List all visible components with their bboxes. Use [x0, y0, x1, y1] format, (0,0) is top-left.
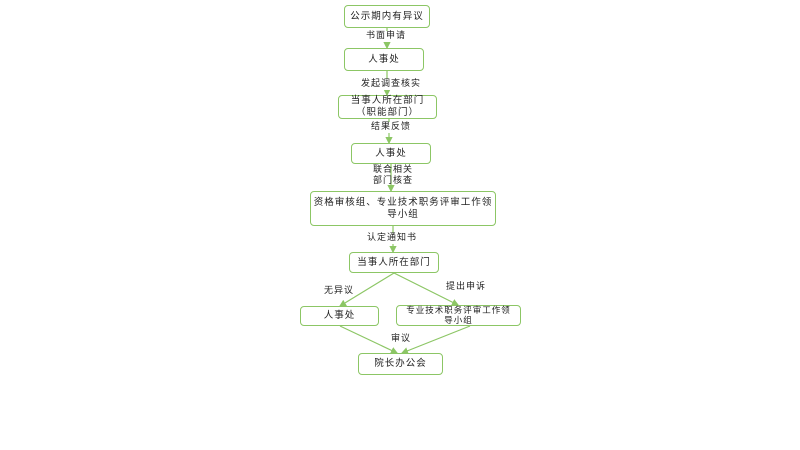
node-hr-3: 人事处 [300, 306, 379, 326]
edge-8 [339, 325, 399, 354]
node-label: 人事处 [368, 53, 400, 65]
node-label: 院长办公会 [374, 358, 427, 369]
node-label: 资格审核组、专业技术职务评审工作领 [313, 196, 493, 208]
edge-label-feedback: 结果反馈 [371, 122, 412, 133]
edge-9 [400, 325, 471, 355]
edge-label-line: 联合相关 [373, 165, 414, 175]
node-label: 导小组 [444, 315, 473, 326]
node-label: 人事处 [375, 147, 407, 159]
edge-label-deliberation: 审议 [391, 334, 412, 345]
node-label: （职能部门） [355, 107, 419, 118]
edge-label-investigate: 发起调查核实 [361, 79, 422, 90]
edge-label-written-application: 书面申请 [366, 31, 407, 42]
node-president-office: 院长办公会 [358, 353, 443, 375]
node-objection: 公示期内有异议 [344, 5, 430, 28]
edge-label-notice: 认定通知书 [367, 233, 418, 244]
edge-label-line: 部门核查 [373, 176, 414, 186]
edge-label-joint-check: 联合相关部门核查 [373, 165, 413, 187]
edge-label-no-objection: 无异议 [324, 286, 355, 297]
edge-6 [338, 272, 395, 307]
node-hr-2: 人事处 [351, 143, 431, 164]
node-dept: 当事人所在部门 [349, 252, 439, 273]
node-label: 当事人所在部门 [357, 256, 431, 268]
node-label: 当事人所在部门 [350, 95, 425, 106]
node-dept-functional: 当事人所在部门（职能部门） [338, 95, 437, 119]
node-label: 导小组 [387, 208, 419, 220]
node-label: 人事处 [323, 310, 356, 321]
node-label: 公示期内有异议 [350, 10, 424, 22]
node-title-review-group: 专业技术职务评审工作领导小组 [396, 305, 521, 326]
edge-7 [393, 272, 460, 306]
node-label: 专业技术职务评审工作领 [406, 305, 511, 316]
edge-label-appeal: 提出申诉 [446, 282, 487, 293]
node-hr-1: 人事处 [344, 48, 424, 71]
node-review-group: 资格审核组、专业技术职务评审工作领导小组 [310, 191, 496, 226]
